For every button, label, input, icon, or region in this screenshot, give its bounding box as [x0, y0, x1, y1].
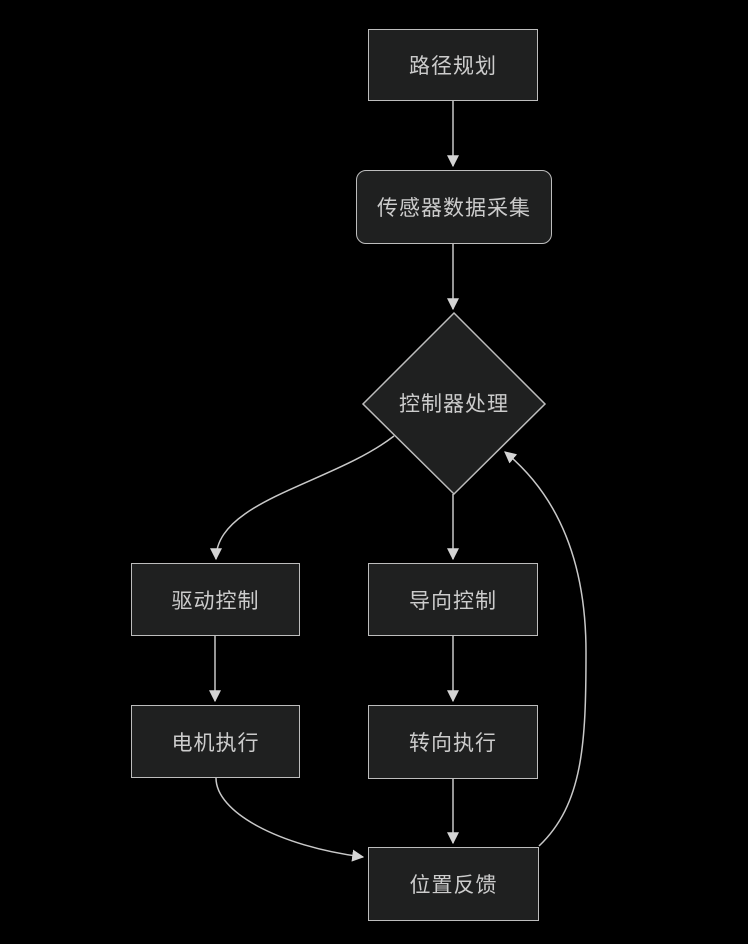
- node-motor-execution: 电机执行: [131, 705, 300, 778]
- node-drive-control-label: 驱动控制: [171, 589, 260, 613]
- node-sensor-data-collection: 传感器数据采集: [356, 170, 552, 244]
- node-position-feedback-label: 位置反馈: [409, 874, 498, 897]
- edge-motor-execution-to-position-feedback: [215, 777, 365, 862]
- edge-controller-to-drive-control: [210, 435, 395, 561]
- node-guidance-control: 导向控制: [368, 563, 538, 636]
- node-guidance-control-label: 导向控制: [409, 589, 497, 613]
- node-controller-processing: 控制器处理: [374, 385, 534, 421]
- node-path-planning: 路径规划: [368, 29, 538, 101]
- node-motor-execution-label: 电机执行: [171, 731, 260, 755]
- node-position-feedback: 位置反馈: [368, 847, 539, 921]
- controller-processing-diamond-shape: [361, 311, 547, 496]
- node-steering-execution: 转向执行: [368, 705, 538, 779]
- node-steering-execution-label: 转向执行: [409, 732, 497, 755]
- node-drive-control: 驱动控制: [131, 563, 300, 636]
- node-controller-processing-label: 控制器处理: [399, 393, 509, 416]
- edge-position-feedback-to-controller: [504, 451, 587, 847]
- node-sensor-data-collection-label: 传感器数据采集: [377, 197, 531, 220]
- node-path-planning-label: 路径规划: [409, 55, 497, 78]
